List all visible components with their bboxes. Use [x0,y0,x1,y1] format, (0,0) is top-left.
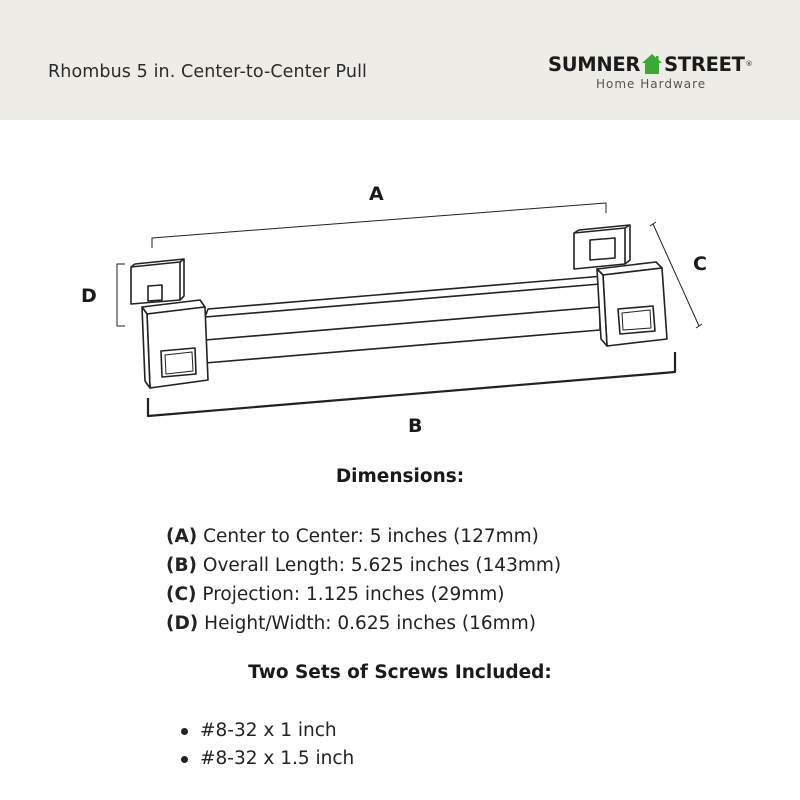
dimension-item-d: (D) Height/Width: 0.625 inches (16mm) [166,609,561,638]
screw-text: #8-32 x 1 inch [200,720,337,741]
screws-heading: Two Sets of Screws Included: [248,662,552,683]
brand-name-left: SUMNER [548,52,641,76]
screws-list: #8-32 x 1 inch #8-32 x 1.5 inch [181,717,354,773]
screw-item: #8-32 x 1.5 inch [181,745,354,773]
dimension-item-c: (C) Projection: 1.125 inches (29mm) [166,580,561,609]
brand-logo: SUMNER STREET ® Home Hardware [548,50,763,94]
screw-text: #8-32 x 1.5 inch [200,748,355,769]
dimension-label-a: A [369,183,384,205]
brand-name-right: STREET [664,52,745,76]
bullet-icon [181,755,188,763]
dimension-code: (B) [166,555,198,576]
brand-tagline: Home Hardware [596,77,707,91]
dimension-item-a: (A) Center to Center: 5 inches (127mm) [166,522,561,551]
pull-drawing [116,202,703,418]
registered-mark: ® [745,60,753,68]
dimension-text: Center to Center: 5 inches (127mm) [197,526,539,547]
product-title: Rhombus 5 in. Center-to-Center Pull [48,62,367,82]
house-icon [642,54,663,74]
dimension-item-b: (B) Overall Length: 5.625 inches (143mm) [166,551,561,580]
dimension-code: (D) [166,613,199,634]
dimension-code: (C) [166,584,197,605]
dimension-text: Projection: 1.125 inches (29mm) [196,584,505,605]
screw-item: #8-32 x 1 inch [181,717,354,745]
dimension-label-d: D [81,285,97,307]
dimensions-heading: Dimensions: [335,466,465,487]
bullet-icon [181,727,188,735]
brand-name: SUMNER STREET ® [548,50,753,78]
dimensions-list: (A) Center to Center: 5 inches (127mm) (… [166,522,561,638]
header-banner: Rhombus 5 in. Center-to-Center Pull SUMN… [0,0,800,120]
dimension-text: Height/Width: 0.625 inches (16mm) [198,613,536,634]
dimension-label-b: B [408,415,423,437]
dimension-code: (A) [166,526,198,547]
dimension-text: Overall Length: 5.625 inches (143mm) [197,555,562,576]
pull-dimension-diagram: A D C B [0,120,800,440]
dimension-label-c: C [693,253,707,275]
